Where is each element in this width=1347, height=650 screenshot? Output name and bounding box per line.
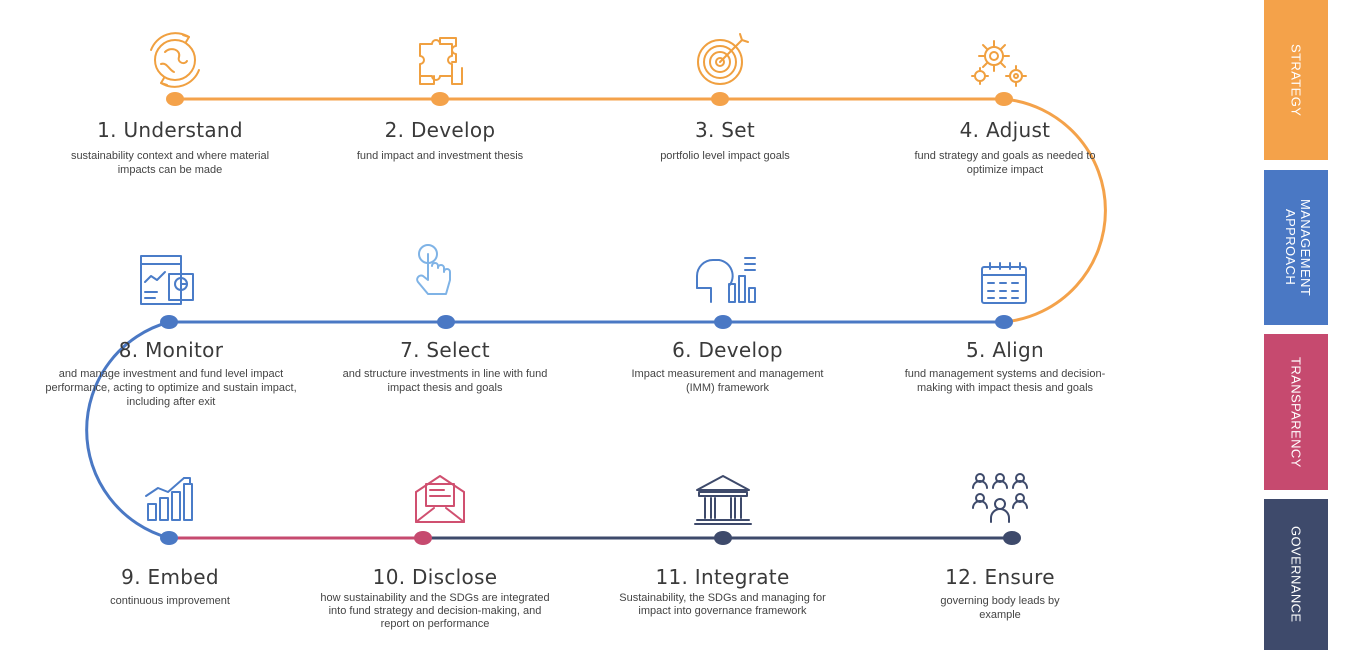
step-1: 1. Understand sustainability context and… bbox=[55, 118, 285, 177]
tab-strategy-label: STRATEGY bbox=[1288, 43, 1304, 117]
step-title: 11. Integrate bbox=[655, 565, 790, 589]
tab-management-approach: MANAGEMENT APPROACH bbox=[1264, 170, 1328, 325]
step-7: 7. Select and structure investments in l… bbox=[320, 338, 570, 395]
step-description: fund strategy and goals as needed to opt… bbox=[914, 150, 1096, 176]
step-description: and structure investments in line with f… bbox=[342, 368, 548, 394]
tab-transparency: TRANSPARENCY bbox=[1264, 334, 1328, 490]
tab-strategy: STRATEGY bbox=[1264, 0, 1328, 160]
step-12-marker bbox=[1003, 531, 1021, 545]
step-title: 3. Set bbox=[694, 118, 756, 142]
step-3-marker bbox=[711, 92, 729, 106]
step-title: 6. Develop bbox=[672, 338, 783, 362]
step-description: governing body leads by example bbox=[940, 595, 1060, 621]
tab-management-label: MANAGEMENT APPROACH bbox=[1283, 198, 1313, 297]
step-4: 4. Adjust fund strategy and goals as nee… bbox=[905, 118, 1105, 177]
step-8: 8. Monitor and manage investment and fun… bbox=[40, 338, 302, 409]
tab-governance: GOVERNANCE bbox=[1264, 499, 1328, 650]
step-6: 6. Develop Impact measurement and manage… bbox=[615, 338, 840, 395]
growth-chart-icon bbox=[145, 477, 193, 521]
step-title: 4. Adjust bbox=[959, 118, 1051, 142]
step-title: 2. Develop bbox=[384, 118, 496, 142]
step-description: portfolio level impact goals bbox=[660, 150, 790, 162]
step-description: continuous improvement bbox=[110, 595, 230, 607]
step-12: 12. Ensure governing body leads by examp… bbox=[895, 565, 1105, 622]
step-description: sustainability context and where materia… bbox=[70, 150, 270, 176]
step-title: 5. Align bbox=[965, 338, 1044, 362]
analytics-icon bbox=[696, 257, 756, 303]
envelope-icon bbox=[415, 475, 465, 523]
globe-recycle-icon bbox=[150, 32, 200, 88]
step-description: fund management systems and decision-mak… bbox=[904, 368, 1106, 394]
step-9: 9. Embed continuous improvement bbox=[60, 565, 280, 608]
people-group-icon bbox=[972, 473, 1028, 523]
step-title: 10. Disclose bbox=[372, 565, 498, 589]
path-management bbox=[85, 320, 1004, 540]
step-10: 10. Disclose how sustainability and the … bbox=[305, 565, 565, 631]
step-2: 2. Develop fund impact and investment th… bbox=[315, 118, 565, 163]
step-title: 9. Embed bbox=[121, 565, 219, 589]
step-description: how sustainability and the SDGs are inte… bbox=[320, 592, 550, 630]
calendar-icon bbox=[981, 262, 1027, 304]
step-description: Sustainability, the SDGs and managing fo… bbox=[619, 592, 826, 617]
step-description: Impact measurement and management (IMM) … bbox=[631, 368, 824, 394]
step-7-marker bbox=[437, 315, 455, 329]
tab-transparency-label: TRANSPARENCY bbox=[1288, 356, 1304, 468]
path-strategy bbox=[175, 97, 1107, 324]
step-title: 1. Understand bbox=[97, 118, 243, 142]
touch-icon bbox=[416, 244, 451, 295]
step-description: fund impact and investment thesis bbox=[356, 150, 524, 162]
step-title: 12. Ensure bbox=[945, 565, 1055, 589]
step-1-marker bbox=[166, 92, 184, 106]
step-9-marker bbox=[160, 531, 178, 545]
step-11: 11. Integrate Sustainability, the SDGs a… bbox=[595, 565, 850, 618]
step-6-marker bbox=[714, 315, 732, 329]
gears-icon bbox=[971, 40, 1027, 87]
step-3: 3. Set portfolio level impact goals bbox=[610, 118, 840, 163]
institution-icon bbox=[694, 475, 752, 525]
step-title: 8. Monitor bbox=[118, 338, 224, 362]
step-11-marker bbox=[714, 531, 732, 545]
puzzle-icon bbox=[419, 37, 463, 85]
dashboard-icon bbox=[140, 255, 194, 305]
step-8-marker bbox=[160, 315, 178, 329]
step-10-marker bbox=[414, 531, 432, 545]
tab-governance-label: GOVERNANCE bbox=[1288, 526, 1304, 623]
step-title: 7. Select bbox=[400, 338, 490, 362]
step-5: 5. Align fund management systems and dec… bbox=[880, 338, 1130, 395]
target-icon bbox=[697, 33, 749, 85]
step-description: and manage investment and fund level imp… bbox=[45, 368, 297, 408]
step-2-marker bbox=[431, 92, 449, 106]
step-4-marker bbox=[995, 92, 1013, 106]
step-5-marker bbox=[995, 315, 1013, 329]
